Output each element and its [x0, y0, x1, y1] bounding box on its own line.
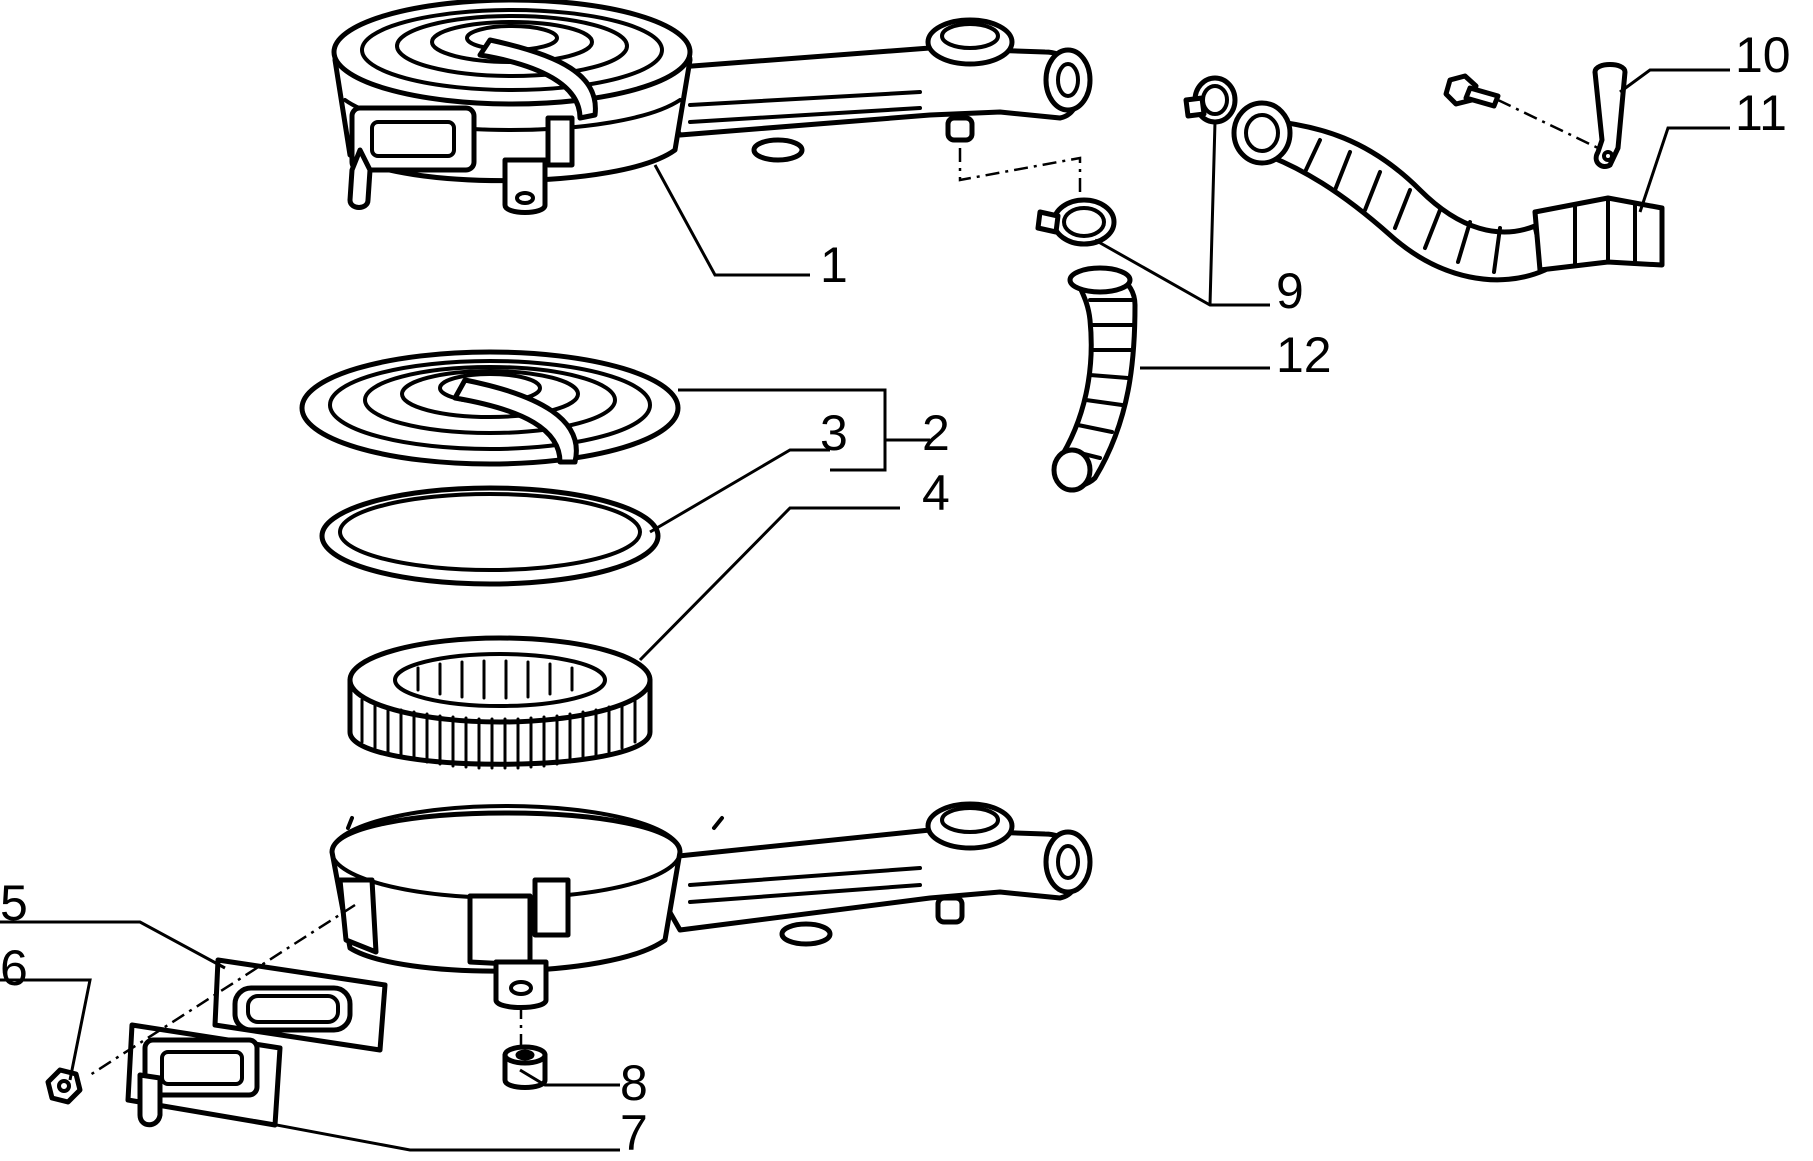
leader-lines — [0, 68, 1730, 1152]
callout-8: 8 — [620, 1055, 648, 1111]
seal-ring — [319, 485, 661, 587]
callout-11: 11 — [1735, 85, 1787, 141]
bolt — [1443, 73, 1501, 109]
filter-element — [347, 635, 653, 770]
callout-1: 1 — [820, 237, 848, 293]
air-cleaner-lid — [299, 349, 681, 467]
mounting-bracket — [1592, 62, 1628, 169]
callout-5: 5 — [0, 875, 28, 931]
assembly-guidelines — [89, 98, 1599, 1077]
curved-hose — [1051, 265, 1138, 493]
air-cleaner-housing — [329, 801, 1093, 1010]
callout-3: 3 — [820, 405, 848, 461]
callout-12: 12 — [1276, 327, 1332, 383]
callout-7: 7 — [620, 1105, 648, 1161]
intake-plate — [125, 1022, 283, 1128]
callout-4: 4 — [922, 465, 950, 521]
callout-2: 2 — [922, 405, 950, 461]
air-cleaner-assembly — [331, 0, 1093, 215]
nut — [45, 1067, 83, 1105]
callout-10: 10 — [1735, 27, 1791, 83]
gasket-plate — [212, 957, 388, 1053]
grommet — [502, 1044, 548, 1090]
callout-6: 6 — [0, 940, 28, 996]
corrugated-intake-hose — [1231, 100, 1665, 283]
callout-labels: 1 2 3 4 5 6 7 8 9 10 11 12 — [0, 27, 1791, 1161]
callout-9: 9 — [1276, 263, 1304, 319]
hose-clamp — [1035, 75, 1238, 247]
